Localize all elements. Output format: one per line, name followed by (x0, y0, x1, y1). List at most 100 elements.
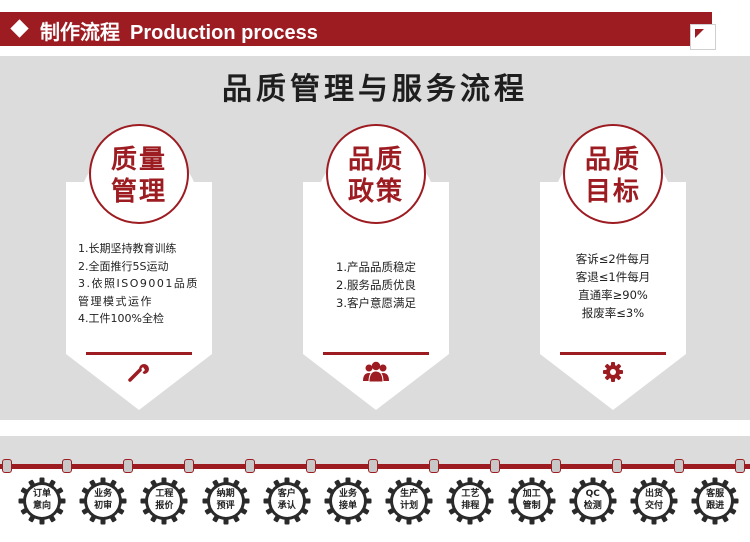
process-step: 出货交付 (630, 477, 678, 525)
list-item: 报废率≤3% (581, 306, 645, 320)
process-step-line1: 订单 (32, 489, 51, 499)
card-list: 客诉≤2件每月 客退≤1件每月 直通率≥90% 报废率≤3% (546, 250, 680, 322)
process-step-label: 纳期预评 (202, 488, 250, 512)
process-step-line1: 出货 (644, 489, 663, 499)
process-step-line2: 检测 (583, 501, 602, 511)
timeline-tick (551, 459, 562, 473)
timeline-tick (61, 459, 72, 473)
people-icon (359, 360, 393, 384)
process-step: 业务初审 (79, 477, 127, 525)
process-step-line2: 预评 (216, 501, 235, 511)
process-step-line1: 业务 (94, 489, 113, 499)
list-item: 客退≤1件每月 (575, 270, 651, 284)
process-step-label: 客户承认 (263, 488, 311, 512)
timeline-tick (245, 459, 256, 473)
process-step-label: 工艺排程 (446, 488, 494, 512)
process-step-line1: 工艺 (461, 489, 480, 499)
wrench-icon (122, 360, 156, 384)
corner-fold-icon (690, 24, 716, 50)
timeline-tick (2, 459, 12, 473)
process-step-label: 生产计划 (385, 488, 433, 512)
process-step-label: 业务初审 (79, 488, 127, 512)
process-step-line1: 生产 (400, 489, 419, 499)
card-heading-circle (89, 124, 189, 224)
process-step-line1: 加工 (522, 489, 541, 499)
card-background (303, 145, 449, 411)
process-step-line2: 管制 (522, 501, 541, 511)
process-step-line1: 纳期 (216, 489, 235, 499)
process-step: 纳期预评 (202, 477, 250, 525)
process-step-line2: 意向 (32, 501, 51, 511)
list-item: 直通率≥90% (578, 288, 648, 302)
list-item: 1.产品品质稳定 (336, 260, 416, 274)
list-item: 2.全面推行5S运动 (78, 259, 169, 273)
process-step-line1: 客户 (277, 489, 296, 499)
process-step-label: 加工管制 (508, 488, 556, 512)
list-item: 3.客户意愿满足 (336, 296, 416, 310)
card-quality-management: 质量 管理 1.长期坚持教育训练 2.全面推行5S运动 3.依照ISO9001品… (66, 118, 212, 412)
process-step-label: 出货交付 (630, 488, 678, 512)
timeline-tick (184, 459, 194, 473)
process-step: 业务接单 (324, 477, 372, 525)
card-divider (323, 352, 429, 355)
process-step: 工艺排程 (446, 477, 494, 525)
process-step: 工程报价 (140, 477, 188, 525)
card-quality-policy: 品质 政策 1.产品品质稳定 2.服务品质优良 3.客户意愿满足 (303, 118, 449, 412)
process-step-label: 订单意向 (18, 488, 66, 512)
timeline-tick (428, 459, 439, 473)
card-heading: 质量 管理 (89, 144, 189, 208)
process-step-label: 业务接单 (324, 488, 372, 512)
process-step: QC 检测 (569, 477, 617, 525)
process-step: 生产计划 (385, 477, 433, 525)
process-step-line1: 客服 (706, 489, 725, 499)
timeline-tick (490, 459, 500, 473)
timeline-tick (306, 459, 317, 473)
list-item: 2.服务品质优良 (336, 278, 416, 292)
card-heading-circle (326, 124, 426, 224)
card-heading-line2: 管理 (110, 177, 167, 207)
card-heading-line1: 品质 (584, 145, 641, 175)
process-step-line2: 接单 (338, 501, 357, 511)
card-heading-circle (563, 124, 663, 224)
card-heading: 品质 目标 (563, 144, 663, 208)
card-heading-line1: 品质 (347, 145, 404, 175)
process-step-line2: 初审 (94, 501, 113, 511)
card-list: 1.长期坚持教育训练 2.全面推行5S运动 3.依照ISO9001品质管理模式运… (78, 240, 206, 328)
card-background (66, 145, 212, 411)
card-heading-line1: 质量 (110, 145, 167, 175)
process-step-label: QC 检测 (569, 488, 617, 512)
process-step-label: 工程报价 (140, 488, 188, 512)
card-heading-line2: 政策 (347, 177, 404, 207)
process-step: 加工管制 (508, 477, 556, 525)
process-step-line2: 计划 (400, 501, 419, 511)
timeline-tick (122, 459, 133, 473)
timeline-tick (673, 459, 684, 473)
diamond-bullet-icon (10, 19, 29, 38)
card-list: 1.产品品质稳定 2.服务品质优良 3.客户意愿满足 (309, 258, 443, 312)
process-step: 客服跟进 (691, 477, 739, 525)
process-step-line2: 跟进 (706, 501, 725, 511)
process-step-line2: 排程 (461, 501, 480, 511)
timeline-tick (612, 459, 623, 473)
process-step-line1: 工程 (155, 489, 174, 499)
section-title-cn: 制作流程 (40, 20, 120, 44)
process-step-line2: 承认 (277, 501, 296, 511)
process-step: 客户承认 (263, 477, 311, 525)
card-divider (86, 352, 192, 355)
timeline-tick (367, 459, 378, 473)
card-heading: 品质 政策 (326, 144, 426, 208)
card-divider (560, 352, 666, 355)
process-step: 订单意向 (18, 477, 66, 525)
quality-title: 品质管理与服务流程 (222, 72, 528, 107)
list-item: 1.长期坚持教育训练 (78, 242, 177, 255)
process-step-line1: QC (585, 489, 600, 499)
timeline-tick (734, 459, 745, 473)
card-quality-target: 品质 目标 客诉≤2件每月 客退≤1件每月 直通率≥90% 报废率≤3% (540, 118, 686, 412)
card-heading-line2: 目标 (584, 177, 641, 207)
process-step-line2: 交付 (644, 501, 663, 511)
process-step-line2: 报价 (155, 501, 174, 511)
process-step-label: 客服跟进 (691, 488, 739, 512)
list-item: 3.依照ISO9001品质管理模式运作 (78, 277, 199, 308)
